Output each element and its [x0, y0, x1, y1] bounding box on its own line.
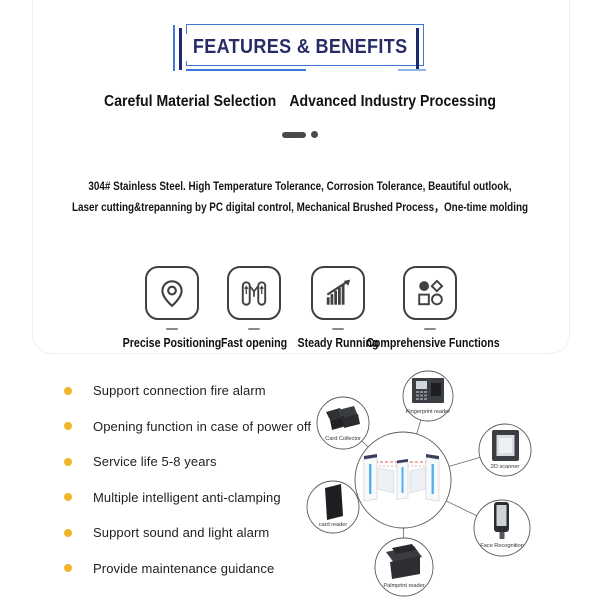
node-label: Face Recognition [480, 543, 524, 549]
feature-dash [166, 328, 178, 330]
feature-label: Steady Running [297, 336, 379, 350]
feature-steady-running: Steady Running [283, 266, 393, 350]
feature-label: Fast opening [220, 336, 288, 350]
header-frame-bar-right-dark [416, 28, 419, 70]
feature-dash [424, 328, 436, 330]
diagram-node-card-reader: card reader [306, 480, 360, 534]
diagram-center-turnstile [354, 431, 452, 529]
diagram-node-palmprint-reader: Palmprint reader [374, 537, 434, 597]
node-label: Card Collector [325, 436, 361, 442]
feature-comprehensive-functions: Comprehensive Functions [355, 266, 505, 350]
material-description: 304# Stainless Steel. High Temperature T… [42, 177, 558, 219]
list-item-text: Opening function in case of power off [93, 418, 312, 434]
diagram-node-card-collector: Card Collector [316, 396, 370, 450]
description-line2: Laser cutting&trepanning by PC digital c… [71, 202, 529, 214]
list-item: Provide maintenance guidance [64, 561, 311, 576]
list-item: Support sound and light alarm [64, 525, 311, 540]
node-label: Palmprint reader [383, 583, 424, 589]
location-pin-icon [145, 266, 199, 320]
header-frame-line-bottom [186, 69, 306, 71]
subtitle: Careful Material Selection Advanced Indu… [36, 93, 564, 111]
diagram-node-fingerprint-reader: Fingerprint reader [402, 370, 454, 422]
subtitle-part1: Careful Material Selection [104, 93, 277, 110]
feature-label: Comprehensive Functions [366, 336, 500, 350]
node-label: card reader [319, 522, 348, 528]
list-item: Opening function in case of power off [64, 419, 311, 434]
accessory-diagram: Fingerprint reader Card Collector 2D sca… [306, 370, 532, 597]
benefits-list: Support connection fire alarm Opening fu… [64, 383, 311, 596]
bullet-dot [64, 528, 72, 537]
feature-fast-opening: Fast opening [209, 266, 299, 350]
header-frame-line-bottom-right [398, 69, 426, 71]
growth-chart-icon [311, 266, 365, 320]
bullet-dot [64, 493, 72, 501]
list-item-text: Provide maintenance guidance [93, 560, 275, 576]
node-label: 2D scanner [491, 464, 520, 470]
list-item: Service life 5-8 years [64, 454, 311, 469]
list-item-text: Support sound and light alarm [93, 525, 270, 540]
divider [0, 131, 600, 138]
page-title: FEATURES & BENEFITS [0, 34, 600, 61]
list-item-text: Multiple intelligent anti-clamping [93, 489, 281, 505]
subtitle-part2: Advanced Industry Processing [289, 93, 496, 110]
feature-dash [332, 328, 344, 330]
node-label: Fingerprint reader [406, 409, 450, 415]
description-line1: 304# Stainless Steel. High Temperature T… [88, 181, 512, 193]
turnstile-icon [227, 266, 281, 320]
divider-dash [282, 131, 306, 138]
bullet-dot [64, 564, 72, 572]
bullet-dot [64, 457, 72, 466]
feature-label: Precise Positioning [122, 336, 222, 350]
list-item: Support connection fire alarm [64, 383, 311, 398]
header-frame-bar-left-blue [173, 25, 175, 71]
list-item-text: Support connection fire alarm [93, 383, 266, 398]
diagram-node-face-recognition: Face Recognition [473, 499, 531, 557]
feature-precise-positioning: Precise Positioning [112, 266, 232, 350]
bullet-dot [64, 386, 72, 395]
header-frame-bar-left-dark [179, 28, 182, 70]
list-item: Multiple intelligent anti-clamping [64, 490, 311, 505]
bullet-dot [64, 422, 72, 430]
diagram-node-2d-scanner: 2D scanner [478, 423, 532, 477]
list-item-text: Service life 5-8 years [93, 454, 217, 469]
shapes-icon [403, 266, 457, 320]
page-title-text: FEATURES & BENEFITS [185, 34, 415, 61]
feature-dash [248, 328, 260, 330]
divider-dot [311, 131, 318, 138]
